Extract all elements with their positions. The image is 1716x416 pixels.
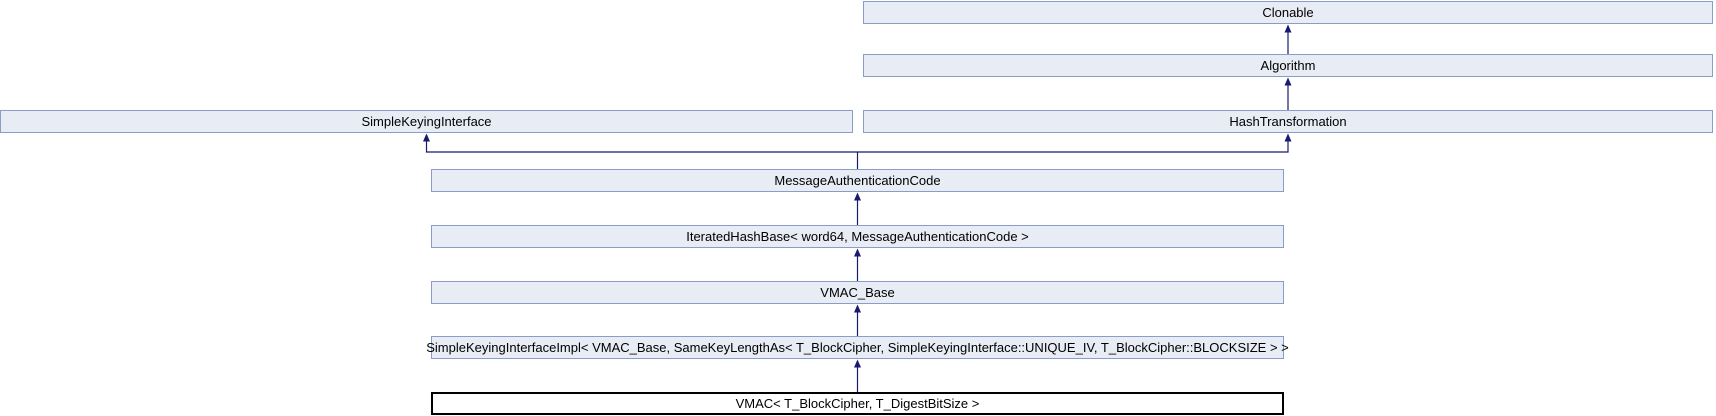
arrowhead-icon	[854, 359, 861, 368]
class-node-hash-transformation[interactable]: HashTransformation	[863, 110, 1713, 133]
arrowhead-icon	[1284, 77, 1292, 86]
class-node-vmac-base[interactable]: VMAC_Base	[431, 281, 1284, 304]
class-node-algorithm[interactable]: Algorithm	[863, 54, 1713, 77]
edge-hashtransformation-to-algorithm	[1284, 77, 1292, 110]
class-node-label: Algorithm	[1260, 58, 1316, 73]
class-node-vmac-current: VMAC< T_BlockCipher, T_DigestBitSize >	[431, 392, 1284, 415]
arrowhead-icon	[1284, 133, 1292, 142]
class-node-simple-keying-interface-impl[interactable]: SimpleKeyingInterfaceImpl< VMAC_Base, Sa…	[426, 336, 1289, 359]
class-node-label: MessageAuthenticationCode	[774, 173, 941, 188]
arrowhead-icon	[854, 248, 861, 257]
edge-mac-to-hashtransformation	[857, 133, 1292, 153]
edge-iteratedhashbase-to-mac	[854, 192, 861, 225]
class-node-label: IteratedHashBase< word64, MessageAuthent…	[686, 229, 1029, 244]
class-node-clonable[interactable]: Clonable	[863, 1, 1713, 24]
edge-skiimpl-to-vmacbase	[854, 304, 861, 336]
arrowhead-icon	[1284, 24, 1292, 33]
class-node-simple-keying-interface[interactable]: SimpleKeyingInterface	[0, 110, 853, 133]
arrowhead-icon	[423, 133, 430, 142]
edge-algorithm-to-clonable	[1284, 24, 1292, 54]
edge-vmacbase-to-iteratedhashbase	[854, 248, 861, 281]
class-node-label: SimpleKeyingInterface	[361, 114, 492, 129]
edge-vmac-to-skiimpl	[854, 359, 861, 392]
class-node-iterated-hash-base[interactable]: IteratedHashBase< word64, MessageAuthent…	[431, 225, 1284, 248]
class-node-message-authentication-code[interactable]: MessageAuthenticationCode	[431, 169, 1284, 192]
class-node-label: VMAC< T_BlockCipher, T_DigestBitSize >	[735, 396, 980, 411]
class-node-label: VMAC_Base	[820, 285, 895, 300]
class-node-label: HashTransformation	[1229, 114, 1347, 129]
class-node-label: SimpleKeyingInterfaceImpl< VMAC_Base, Sa…	[426, 340, 1289, 355]
arrowhead-icon	[854, 192, 861, 201]
arrowhead-icon	[854, 304, 861, 313]
class-node-label: Clonable	[1262, 5, 1314, 20]
edge-mac-to-simplekeyinginterface	[423, 133, 859, 169]
